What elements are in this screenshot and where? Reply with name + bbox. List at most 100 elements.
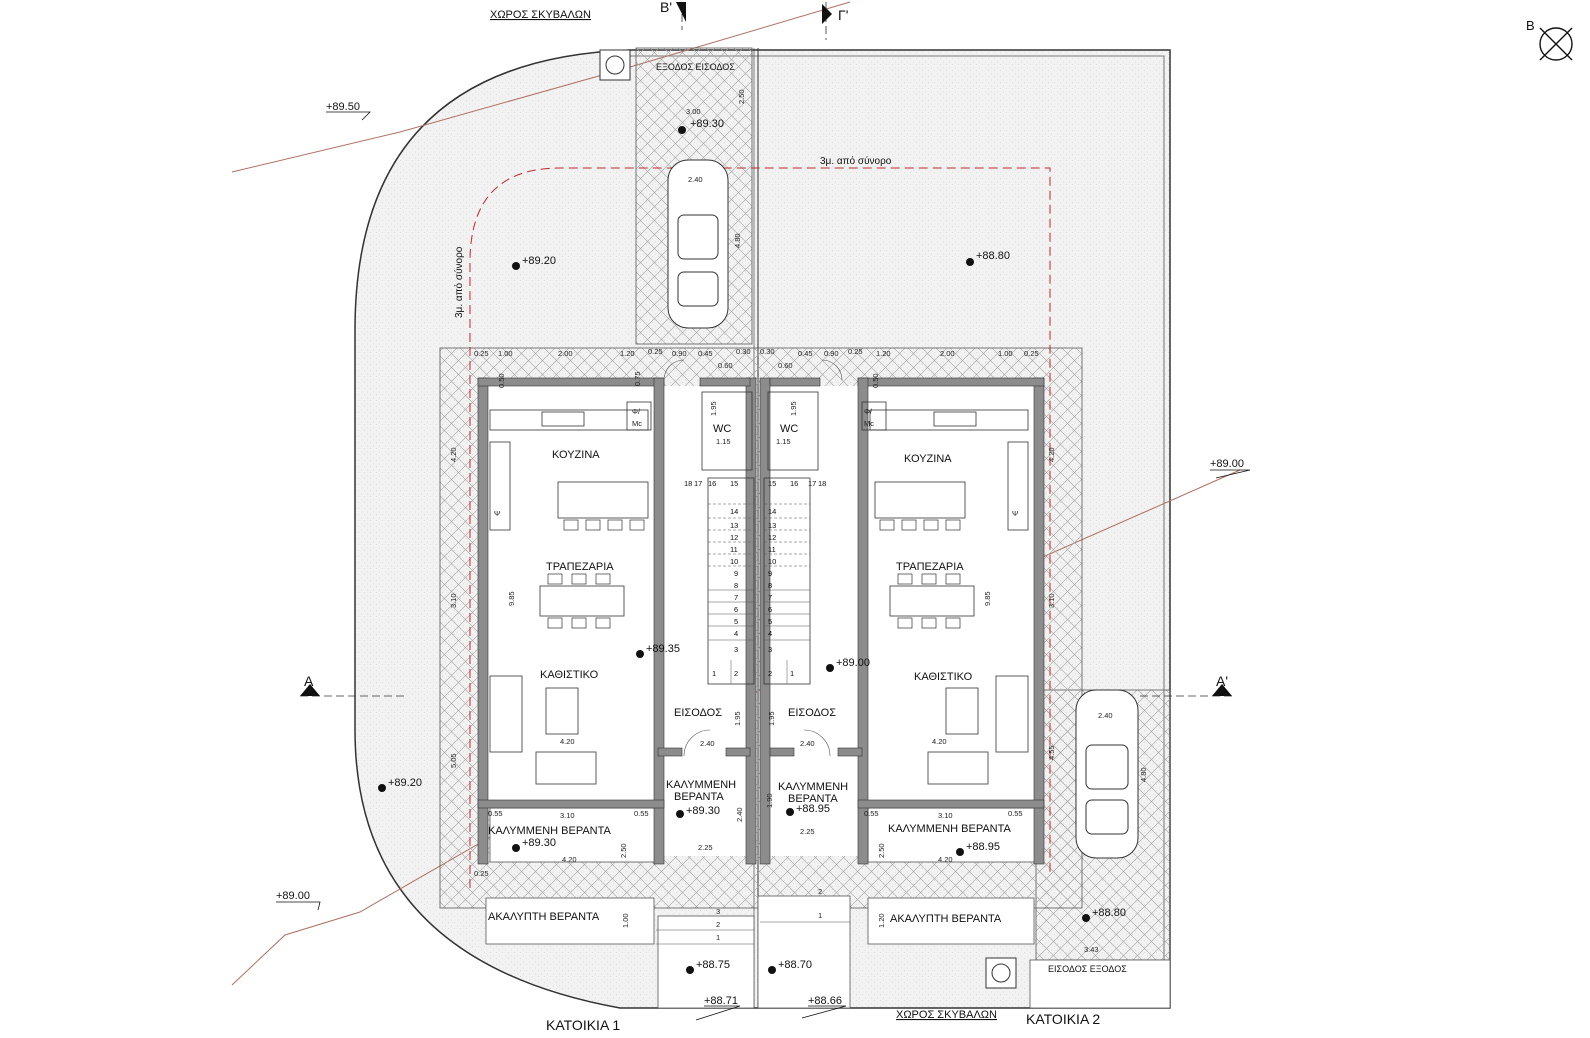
stair-number: 4 <box>768 629 772 638</box>
dim: 1.00 <box>498 349 513 358</box>
open-veranda-label-2: ΑΚΑΛΥΠΤΗ ΒΕΡΑΝΤΑ <box>890 913 1002 925</box>
level-label: +89.20 <box>388 777 422 789</box>
setback-line <box>469 167 1051 888</box>
stair-number: 3 <box>768 645 772 654</box>
stair-number: 9 <box>734 569 738 578</box>
ext-step: 1 <box>716 933 720 942</box>
dim: 1.00 <box>998 349 1013 358</box>
dim: 2.00 <box>940 349 955 358</box>
dim: 0.75 <box>633 371 642 386</box>
level-label: +88.80 <box>976 250 1010 262</box>
entrance-label-2: ΕΙΣΟΔΟΣ <box>788 707 836 719</box>
covered-veranda-label-2: ΚΑΛΥΜΜΕΝΗ ΒΕΡΑΝΤΑ <box>888 823 1012 835</box>
kitchen-label-2: ΚΟΥΖΙΝΑ <box>904 453 952 465</box>
level-label: +88.70 <box>778 959 812 971</box>
dim: 1.00 <box>621 913 630 928</box>
dim: 3.10 <box>1047 593 1056 608</box>
dining-label-1: ΤΡΑΠΕΖΑΡΙΑ <box>546 561 614 573</box>
dim: 0.50 <box>497 373 506 388</box>
dim: 3.10 <box>938 811 953 820</box>
stair-number: 16 <box>790 479 798 488</box>
dim: 2.40 <box>735 807 744 822</box>
dim: 4.20 <box>1047 447 1056 462</box>
stair-number: 17 <box>694 479 702 488</box>
dim: 9.85 <box>983 591 992 606</box>
dim: 1.15 <box>776 437 791 446</box>
stair-number: 1 <box>712 669 716 678</box>
stair-number: 4 <box>734 629 738 638</box>
stair-number: 2 <box>734 669 738 678</box>
fridge-label-1a: Φ/ <box>632 407 641 416</box>
walls-house-2 <box>759 377 1045 865</box>
fridge-label-2a: Φ/ <box>864 407 873 416</box>
dim: 4.80 <box>1139 767 1148 782</box>
dim: 0.45 <box>698 349 713 358</box>
dim: 0.60 <box>718 361 733 370</box>
open-veranda-label-1: ΑΚΑΛΥΠΤΗ ΒΕΡΑΝΤΑ <box>488 911 600 923</box>
dim: 1.20 <box>876 349 891 358</box>
stair-number: 12 <box>730 533 738 542</box>
level-label: +89.20 <box>522 255 556 267</box>
psi-label-2: Ψ <box>1012 509 1018 518</box>
dim: 0.25 <box>474 869 489 878</box>
living-label-1: ΚΑΘΙΣΤΙΚΟ <box>540 669 599 681</box>
section-b-prime-label: Β' <box>660 0 672 15</box>
stair-number: 5 <box>734 617 738 626</box>
dim: 0.90 <box>672 349 687 358</box>
dim: 0.60 <box>778 361 793 370</box>
dim: 0.45 <box>798 349 813 358</box>
stair-number: 9 <box>768 569 772 578</box>
dim: 0.25 <box>648 347 663 356</box>
stair-number: 10 <box>768 557 776 566</box>
level-label: +88.95 <box>796 803 830 815</box>
level-label: +88.75 <box>696 959 730 971</box>
open-veranda-1 <box>485 897 655 945</box>
waste-area-bottom-label: ΧΩΡΟΣ ΣΚΥΒΑΛΩΝ <box>896 1009 997 1021</box>
dim: 2.50 <box>737 89 746 104</box>
walls-house-1 <box>477 377 757 865</box>
section-a-label: Α <box>304 673 314 689</box>
dim: 4.20 <box>562 855 577 864</box>
dim: 4.20 <box>449 447 458 462</box>
dim: 2.25 <box>698 843 713 852</box>
ext-step: 2 <box>818 887 822 896</box>
north-label: Β <box>1526 18 1535 33</box>
level-label: +88.71 <box>704 995 738 1007</box>
dim: 5.05 <box>449 753 458 768</box>
level-label: +89.30 <box>690 118 724 130</box>
stair-number: 13 <box>768 521 776 530</box>
dim: 1.95 <box>733 711 742 726</box>
dim: 2.50 <box>877 843 886 858</box>
dim: 1.20 <box>877 913 886 928</box>
stair-number: 6 <box>734 605 738 614</box>
dim: 2.40 <box>800 739 815 748</box>
dim: 0.90 <box>824 349 839 358</box>
dim: 4.55 <box>1047 745 1056 760</box>
waste-area-top-label: ΧΩΡΟΣ ΣΚΥΒΑΛΩΝ <box>490 9 591 21</box>
dim: 2.00 <box>558 349 573 358</box>
psi-label-1: Ψ <box>494 509 500 518</box>
dim: 1.95 <box>789 401 798 416</box>
entrance-label-1: ΕΙΣΟΔΟΣ <box>674 707 722 719</box>
dim: 0.55 <box>634 809 649 818</box>
dim: 0.30 <box>760 347 775 356</box>
dim: 0.50 <box>871 373 880 388</box>
fridge-label-1b: Mc <box>632 419 642 428</box>
north-arrow <box>1539 27 1573 61</box>
dim: 4.20 <box>938 855 953 864</box>
covered-veranda-1-l1: ΚΑΛΥΜΜΕΝΗ <box>666 779 736 791</box>
dim: 0.55 <box>864 809 879 818</box>
dim: 3.10 <box>449 593 458 608</box>
level-label: +89.00 <box>276 890 310 902</box>
stair-number: 12 <box>768 533 776 542</box>
wc-label-2: WC <box>780 423 798 435</box>
dim: 3.10 <box>560 811 575 820</box>
stair-number: 18 <box>684 479 692 488</box>
stair-number: 5 <box>768 617 772 626</box>
stair-number: 15 <box>730 479 738 488</box>
level-label: +89.35 <box>646 643 680 655</box>
dim: 3.43 <box>1084 945 1099 954</box>
dim: 2.25 <box>800 827 815 836</box>
stair-number: 11 <box>730 545 738 554</box>
